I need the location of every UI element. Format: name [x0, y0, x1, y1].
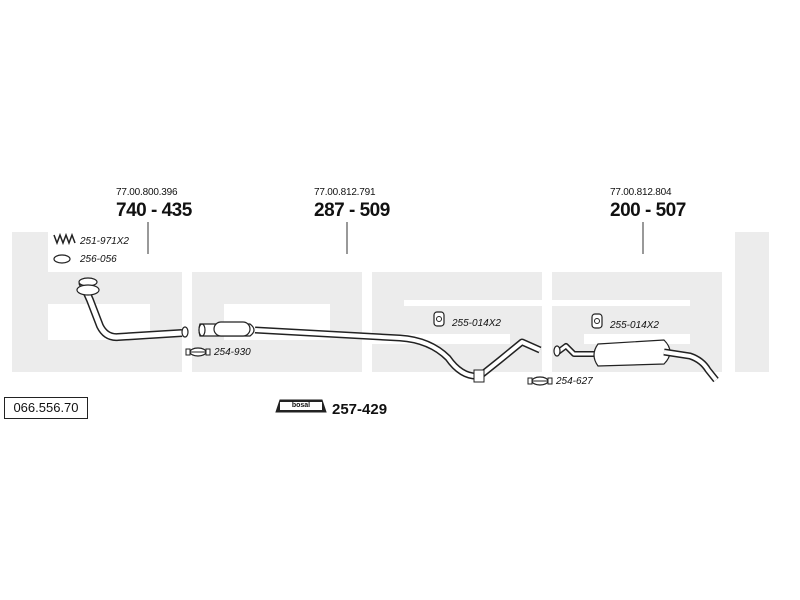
rubber-mount-icon-1	[433, 311, 445, 327]
kit-badge	[275, 399, 327, 413]
front-pipe-drawing	[76, 277, 189, 342]
kit-badge-label: bosal	[291, 402, 311, 409]
spring-icon	[53, 232, 76, 246]
fitting-code-mount-rear: 255-014X2	[610, 320, 659, 331]
part-number-3: 200 - 507	[610, 200, 686, 221]
fitting-code-gasket: 256-056	[80, 254, 117, 265]
middle-pipe-drawing	[198, 321, 542, 383]
oe-number-2: 77.00.812.791	[314, 187, 376, 198]
oe-number-3: 77.00.812.804	[610, 187, 672, 198]
part-number-1: 740 - 435	[116, 200, 192, 221]
part-number-2: 287 - 509	[314, 200, 390, 221]
oe-number-1: 77.00.800.396	[116, 187, 178, 198]
kit-part-number: 257-429	[332, 401, 388, 418]
clamp-icon-rear	[527, 376, 553, 386]
gasket-ring-icon	[53, 254, 71, 264]
reference-number: 066.556.70	[4, 397, 88, 419]
fitting-code-mount-middle: 255-014X2	[452, 318, 501, 329]
fitting-code-clamp-front: 254-930	[214, 347, 251, 358]
fitting-code-clamp-rear: 254-627	[556, 376, 593, 387]
rear-silencer-drawing	[553, 339, 719, 383]
rubber-mount-icon-2	[591, 313, 603, 329]
clamp-icon	[185, 347, 211, 357]
fitting-code-spring: 251-971X2	[80, 236, 129, 247]
